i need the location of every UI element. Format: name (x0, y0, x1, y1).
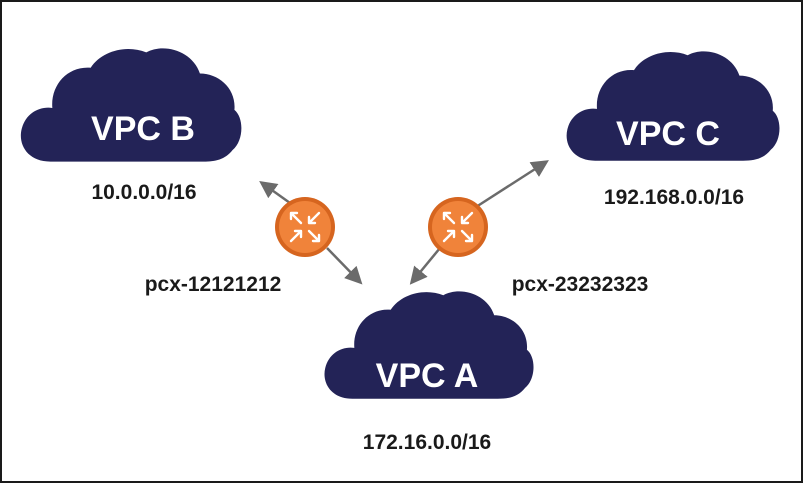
vpc-a-cloud: VPC A (324, 291, 534, 399)
connection-pcx1-vpca (326, 247, 363, 285)
pcx-1-router-icon (275, 197, 335, 257)
vpc-c-cloud: VPC C (566, 51, 780, 161)
vpc-b-label: VPC B (91, 110, 195, 148)
vpc-b-cloud: VPC B (20, 48, 242, 162)
vpc-b-cidr: 10.0.0.0/16 (91, 181, 196, 204)
connection-pcx2-vpca (409, 247, 441, 285)
vpc-c-cidr: 192.168.0.0/16 (604, 186, 744, 209)
vpc-a-label: VPC A (376, 357, 479, 395)
pcx-2-router-icon (428, 197, 488, 257)
vpc-c-label: VPC C (616, 115, 720, 153)
pcx-1-label: pcx-12121212 (145, 273, 282, 296)
vpc-a-cidr: 172.16.0.0/16 (363, 431, 491, 454)
connection-vpcb-pcx1 (259, 180, 291, 205)
connection-vpcc-pcx2 (475, 160, 549, 209)
pcx-2-label: pcx-23232323 (512, 273, 649, 296)
